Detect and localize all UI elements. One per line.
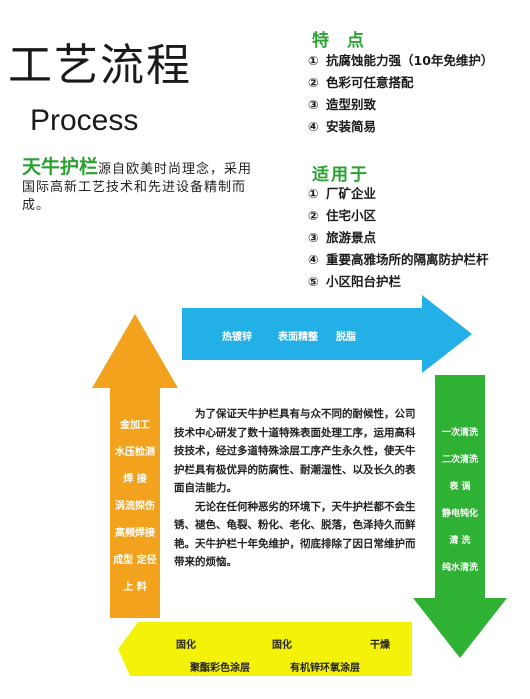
- right-arrow-step: 一次清洗: [441, 428, 478, 438]
- page-title: 工艺流程: [8, 40, 192, 91]
- description-paragraph: 无论在任何种恶劣的环境下，天牛护栏都不会生锈、褪色、龟裂、粉化、老化、脱落，色泽…: [174, 500, 416, 569]
- top-arrow-step: 表面精整: [278, 332, 318, 343]
- right-arrow: [413, 375, 507, 658]
- page-subtitle: Process: [30, 104, 139, 137]
- bottom-arrow-step: 固化: [176, 640, 196, 651]
- left-arrow-step: 水压检测: [115, 447, 155, 458]
- top-arrow-step: 脱脂: [336, 332, 356, 343]
- description-paragraph: 为了保证天牛护栏具有与众不同的耐候性，公司技术中心研发了数十道特殊表面处理工序，…: [174, 408, 416, 494]
- left-arrow-step: 高频焊接: [115, 528, 155, 539]
- right-arrow-step: 纯水清洗: [441, 563, 478, 573]
- left-arrow-step: 涡流探伤: [115, 501, 155, 512]
- applications-heading: 适用于: [312, 165, 369, 185]
- right-arrow-step: 清 洗: [449, 536, 471, 546]
- brand-name: 天牛护栏: [22, 156, 99, 178]
- left-arrow-step: 成型 定径: [113, 555, 157, 566]
- top-arrow: [182, 295, 472, 373]
- intro-paragraph: 天牛护栏源自欧美时尚理念，采用国际高新工艺技术和先进设备精制而成。: [22, 158, 257, 215]
- left-arrow: [92, 314, 178, 618]
- left-arrow-step: 焊 接: [123, 474, 147, 485]
- left-arrow-step: 金加工: [120, 420, 150, 431]
- bottom-arrow: [118, 622, 412, 676]
- right-arrow-step: 静电钝化: [441, 509, 478, 519]
- bottom-arrow-step: 有机锌环氧涂层: [290, 663, 360, 674]
- intro-text: 源自欧美时尚理念，采用国际高新工艺技术和先进设备精制而成。: [22, 162, 253, 213]
- top-arrow-step: 热镀锌: [222, 332, 252, 343]
- process-description: 为了保证天牛护栏具有与众不同的耐候性，公司技术中心研发了数十道特殊表面处理工序，…: [174, 405, 419, 572]
- right-arrow-step: 二次清洗: [441, 455, 478, 465]
- right-arrow-step: 表 调: [449, 482, 471, 492]
- bottom-arrow-step: 固化: [272, 640, 292, 651]
- features-heading: 特 点: [312, 31, 370, 51]
- bottom-arrow-step: 聚酯彩色涂层: [190, 663, 250, 674]
- left-arrow-step: 上 料: [123, 582, 147, 593]
- bottom-arrow-step: 干燥: [370, 640, 390, 651]
